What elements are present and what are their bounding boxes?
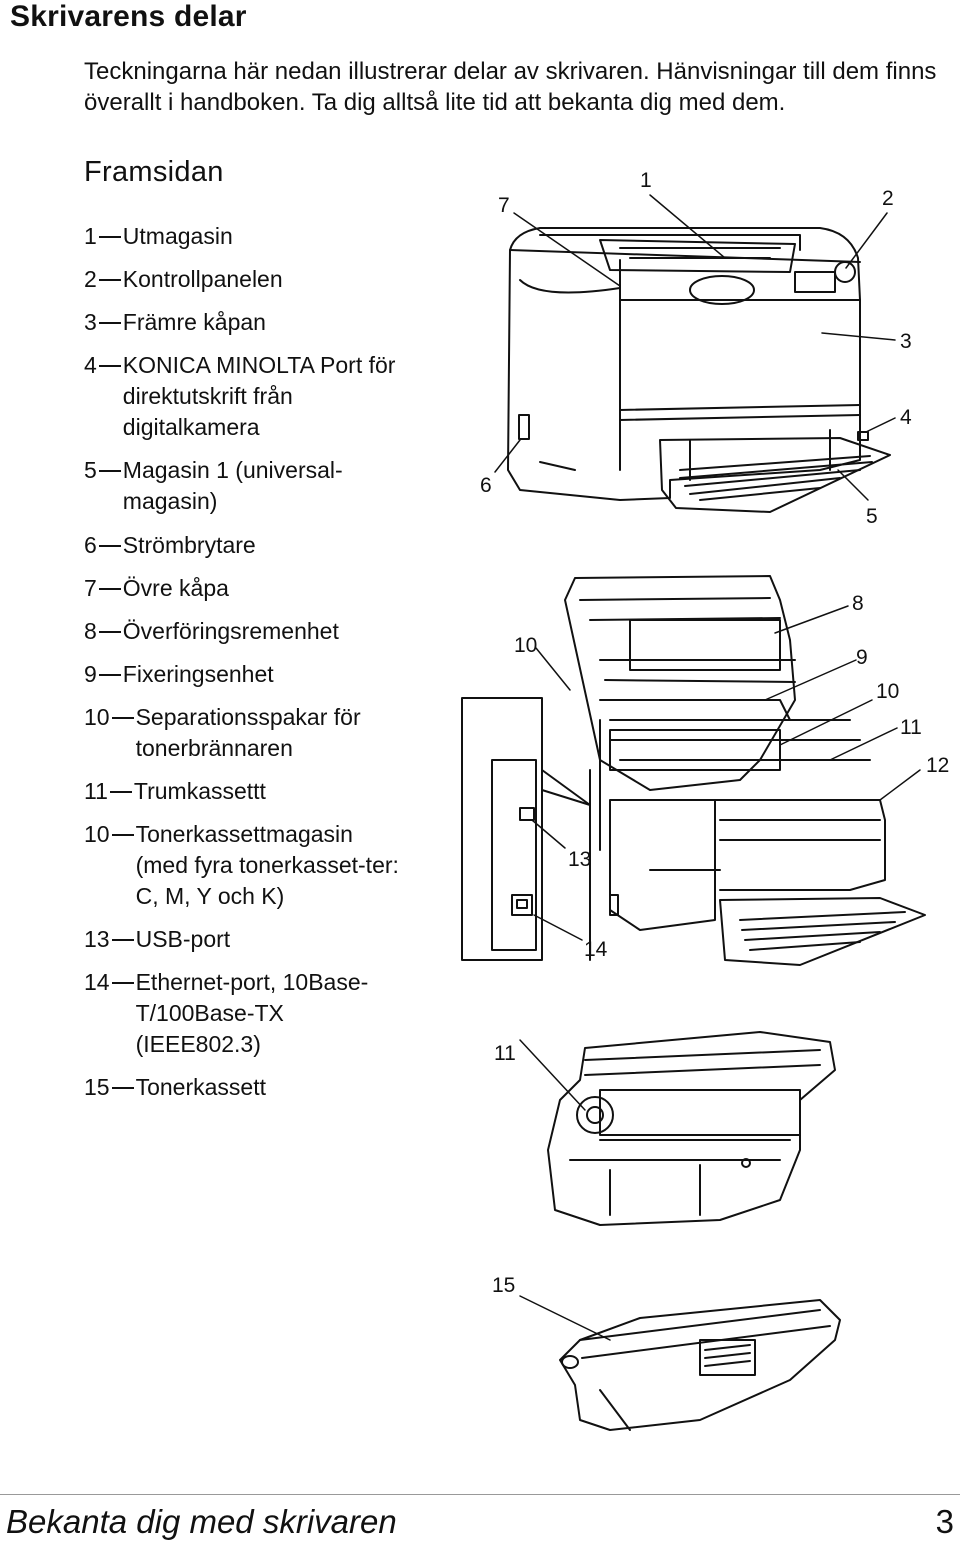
footer-chapter-title: Bekanta dig med skrivaren: [6, 1503, 397, 1540]
toner-cartridge-drawing: [559, 1299, 841, 1431]
callout-label: 10: [876, 680, 899, 703]
callout-label: 1: [640, 169, 652, 192]
intro-paragraph: Teckningarna här nedan illustrerar delar…: [84, 58, 937, 116]
callout-label: 11: [900, 716, 922, 739]
callout-label: 11: [494, 1042, 516, 1065]
callout-label: 8: [852, 592, 864, 615]
callout-label: 12: [926, 754, 949, 777]
page-title: Skrivarens delar: [10, 0, 247, 33]
callout-label: 9: [856, 646, 868, 669]
footer-divider: [0, 1494, 960, 1495]
printer-open-drawing: [564, 575, 926, 966]
leader-lines: [494, 194, 921, 1341]
page-number: 3: [935, 1503, 954, 1540]
callout-label: 15: [492, 1274, 515, 1297]
callout-label: 2: [882, 187, 894, 210]
drum-cartridge-drawing: [547, 1031, 836, 1226]
callout-labels: 1 2 7 3 4 6 5 8 10 9 10 11 12 13 14 11 1…: [480, 169, 949, 1297]
section-heading: Framsidan: [84, 156, 224, 188]
callout-label: 10: [514, 634, 537, 657]
port-panel-drawing: [461, 697, 591, 961]
callout-label: 7: [498, 194, 510, 217]
callout-label: 5: [866, 505, 878, 528]
callout-label: 6: [480, 474, 492, 497]
callout-label: 4: [900, 406, 912, 429]
callout-label: 14: [584, 938, 608, 961]
callout-label: 13: [568, 848, 591, 871]
callout-label: 3: [900, 330, 912, 353]
printer-front-drawing: [507, 227, 891, 513]
